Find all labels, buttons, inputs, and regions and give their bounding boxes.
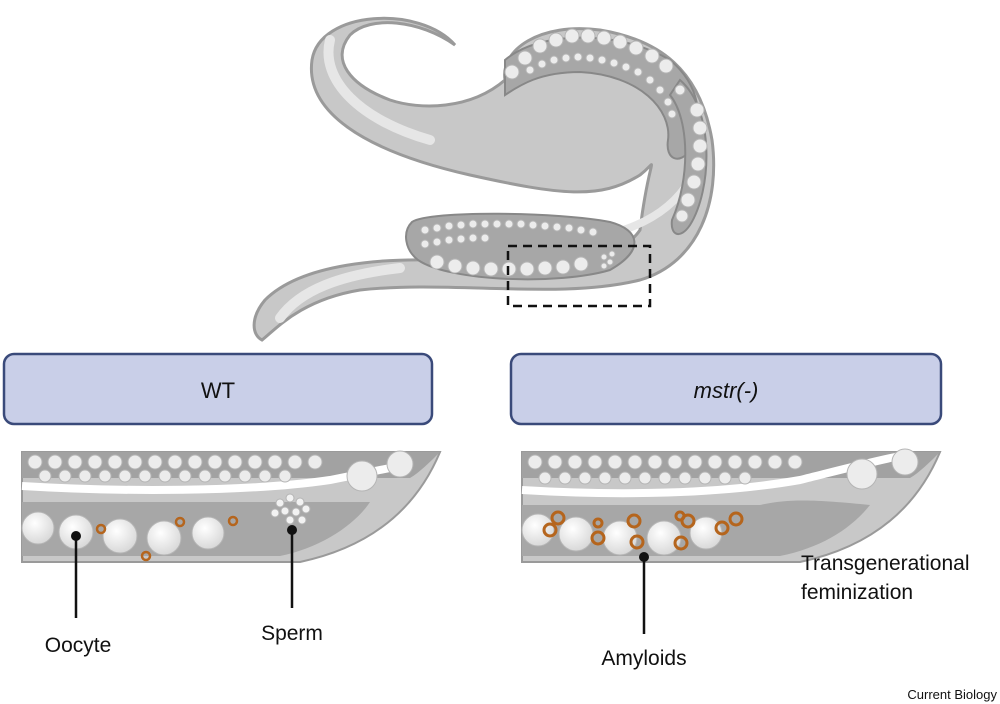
wt-gonad-zoom (21, 450, 442, 563)
amyloid-granules-mstr (542, 510, 744, 551)
label-amyloids: Amyloids (601, 647, 686, 670)
panel-title-wt: WT (201, 378, 235, 403)
panel-header-wt: WT (2, 352, 434, 426)
label-sperm: Sperm (261, 622, 323, 645)
callout-oocyte: Oocyte (45, 531, 112, 657)
callout-amyloids: Amyloids (601, 552, 687, 670)
label-oocyte: Oocyte (45, 634, 112, 657)
journal-credit: Current Biology (907, 687, 997, 702)
amyloid-granules-wt (95, 515, 239, 562)
worm-illustration (252, 16, 716, 342)
zoom-region-box (506, 244, 652, 308)
worm-cells (420, 28, 708, 277)
panel-header-mstr: mstr(-) (509, 352, 943, 426)
label-feminization-line1: Transgenerational (801, 552, 970, 575)
gonad-right (668, 78, 708, 235)
label-feminization-line2: feminization (801, 581, 913, 604)
callout-sperm: Sperm (261, 525, 323, 645)
sperm-cluster-wt (270, 493, 311, 525)
panel-title-mstr: mstr(-) (694, 378, 759, 403)
mstr-gonad-zoom (521, 448, 942, 563)
